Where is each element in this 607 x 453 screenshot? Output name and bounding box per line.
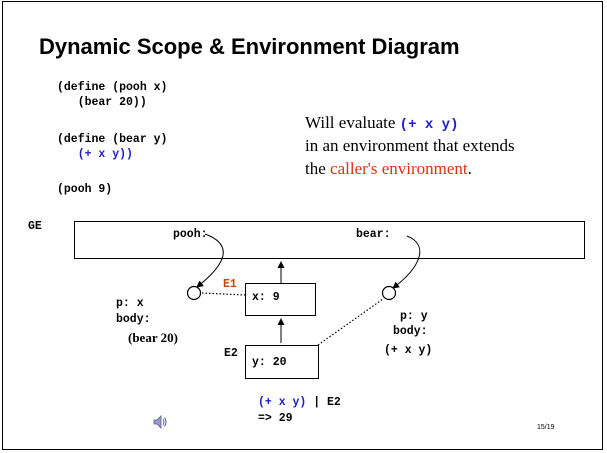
- pooh-proc-body: (bear 20): [128, 330, 178, 345]
- pooh-proc-params: p: x: [116, 297, 144, 310]
- pooh-proc-bubble: [186, 285, 202, 301]
- result-value: => 29: [258, 412, 293, 425]
- bear-binding: bear:: [356, 228, 391, 241]
- result-expression: (+ x y): [258, 396, 307, 409]
- e2-frame: [245, 345, 319, 379]
- code-line-define-pooh: (define (pooh x): [57, 81, 168, 94]
- e1-frame: [245, 283, 316, 316]
- bear-env-dotted: [317, 298, 384, 346]
- code-line-define-bear: (define (bear y): [57, 133, 168, 146]
- speaker-icon[interactable]: [152, 414, 168, 434]
- e2-label: E2: [224, 347, 238, 360]
- code-line-bear-call: (bear 20)): [57, 96, 147, 109]
- pooh-binding-arrow: [196, 233, 224, 288]
- code-line-plus-xy: (+ x y)): [57, 148, 133, 161]
- global-environment-frame: [74, 221, 585, 259]
- note-text: Will evaluate: [305, 113, 400, 132]
- pooh-proc-body-label: body:: [116, 313, 151, 326]
- note-expression: (+ x y): [399, 117, 459, 133]
- bear-proc-body-label: body:: [393, 325, 428, 338]
- bear-binding-arrow: [392, 235, 421, 289]
- pooh-env-dotted: [201, 292, 246, 296]
- result-env: | E2: [313, 396, 341, 409]
- pooh-binding: pooh:: [173, 228, 208, 241]
- e1-label: E1: [223, 278, 237, 291]
- note-line-1: Will evaluate (+ x y): [305, 112, 458, 136]
- note-prefix: the: [305, 159, 331, 178]
- note-suffix: .: [467, 159, 472, 178]
- bear-proc-body: (+ x y): [384, 344, 433, 357]
- e1-binding-x: x: 9: [252, 291, 280, 304]
- result-expression-line: (+ x y) | E2: [258, 396, 341, 409]
- note-line-3: the caller's environment.: [305, 158, 472, 180]
- code-line-pooh-call: (pooh 9): [57, 183, 113, 196]
- bear-proc-params: p: y: [400, 310, 428, 323]
- note-caller-env: caller's environment: [330, 159, 468, 178]
- note-line-2: in an environment that extends: [305, 136, 515, 155]
- slide-title: Dynamic Scope & Environment Diagram: [39, 34, 460, 59]
- e2-binding-y: y: 20: [252, 356, 287, 369]
- ge-label: GE: [28, 220, 42, 233]
- page-number: 15/19: [537, 424, 555, 431]
- bear-proc-bubble: [381, 285, 397, 301]
